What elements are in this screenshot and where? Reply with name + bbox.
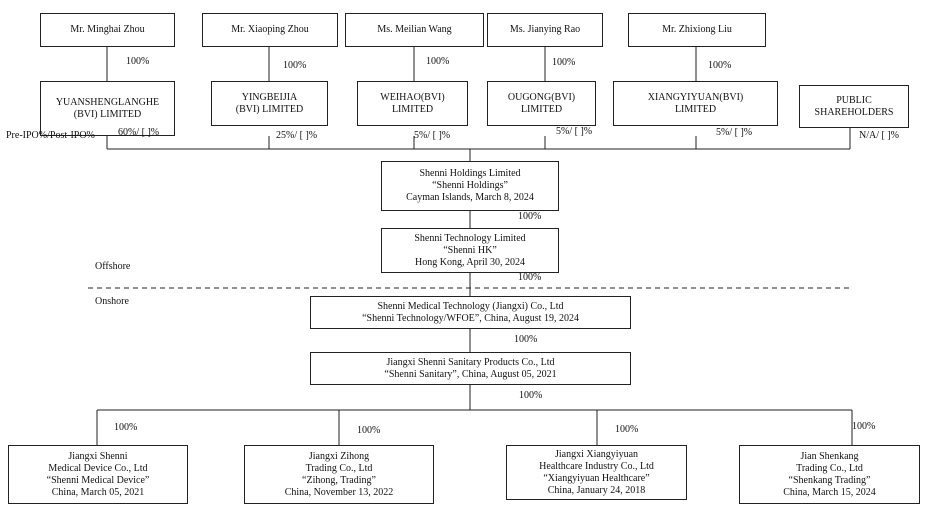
entity-jurisdiction: Cayman Islands, March 8, 2024 [406,192,534,203]
entity-name-line: YINGBEIJIA [241,91,298,103]
individual-name: Mr. Xiaoping Zhou [231,24,309,35]
entity-name-line: OUGONG(BVI) [507,91,576,103]
ownership-pct-label: 100% [283,60,307,71]
entity-weihao-bvi: WEIHAO(BVI) LIMITED [357,81,468,126]
entity-name-line: Jiangxi Zihong [308,450,370,462]
shareholder-pct-label: 5%/ [ ]% [556,126,593,137]
ownership-pct-label: 100% [126,56,150,67]
subsidiary-pct-label: 100% [357,425,381,436]
entity-name-line: Trading Co., Ltd [305,462,373,474]
subsidiary-pct-label: 100% [852,421,876,432]
entity-ougong-bvi: OUGONG(BVI) LIMITED [487,81,596,126]
entity-public-shareholders: PUBLIC SHAREHOLDERS [799,85,909,128]
entity-short-name: “Shenkang Trading” [788,474,871,486]
ownership-pct-label: 100% [552,57,576,68]
individual-meilian-wang: Ms. Meilian Wang [345,13,484,47]
ownership-pct-label: 100% [708,60,732,71]
entity-short-name: “Shenni Holdings” [432,180,508,191]
entity-name-line: Trading Co., Ltd [796,462,863,474]
individual-minghai-zhou: Mr. Minghai Zhou [40,13,175,47]
shareholder-pct-label: 5%/ [ ]% [716,127,753,138]
entity-name-line: LIMITED [391,103,434,115]
entity-name-line: LIMITED [674,103,717,115]
shareholder-pct-label: 5%/ [ ]% [414,130,451,141]
entity-short-name: “Shenni Technology/WFOE”, China, August … [362,312,579,324]
entity-name-line: Shenni Holdings Limited [419,168,521,179]
entity-shenkang-trading: Jian Shenkang Trading Co., Ltd “Shenkang… [739,445,920,504]
onshore-label: Onshore [95,296,129,307]
entity-shenni-wfoe: Shenni Medical Technology (Jiangxi) Co.,… [310,296,631,329]
ownership-pct-label: 100% [518,211,542,222]
subsidiary-pct-label: 100% [615,424,639,435]
entity-shenni-medical-device: Jiangxi Shenni Medical Device Co., Ltd “… [8,445,188,504]
entity-name-line: Jiangxi Shenni [68,450,128,462]
individual-jianying-rao: Ms. Jianying Rao [487,13,603,47]
individual-xiaoping-zhou: Mr. Xiaoping Zhou [202,13,338,47]
ownership-pct-label: 100% [519,390,543,401]
entity-jurisdiction: China, November 13, 2022 [284,486,394,498]
individual-name: Ms. Meilian Wang [377,24,452,35]
entity-name-line: Jian Shenkang [800,450,859,462]
entity-xiangyiyuan-bvi: XIANGYIYUAN(BVI) LIMITED [613,81,778,126]
entity-short-name: “Zihong, Trading” [302,474,376,486]
entity-short-name: “Shenni Medical Device” [46,474,150,486]
shareholder-pct-label: N/A/ [ ]% [859,130,899,141]
entity-shenni-hk: Shenni Technology Limited “Shenni HK” Ho… [381,228,559,273]
ownership-pct-label: 100% [518,272,542,283]
entity-name-line: Healthcare Industry Co., Ltd [539,460,654,472]
entity-name-line: WEIHAO(BVI) [380,91,445,103]
entity-jurisdiction: China, March 15, 2024 [783,486,876,498]
entity-name-line: YUANSHENGLANGHE [55,96,160,108]
entity-name-line: Medical Device Co., Ltd [48,462,148,474]
entity-short-name: “Shenni Sanitary”, China, August 05, 202… [384,368,557,380]
entity-name-line: XIANGYIYUAN(BVI) [647,91,744,103]
entity-short-name: “Shenni HK” [443,244,497,256]
individual-name: Ms. Jianying Rao [509,24,581,35]
entity-xiangyiyuan-healthcare: Jiangxi Xiangyiyuan Healthcare Industry … [506,445,687,500]
entity-jurisdiction: China, January 24, 2018 [547,484,646,496]
shareholder-pct-label: 60%/ [ ]% [118,127,160,138]
entity-name-line: (BVI) LIMITED [235,103,304,115]
entity-shenni-holdings: Shenni Holdings Limited “Shenni Holdings… [381,161,559,211]
individual-zhixiong-liu: Mr. Zhixiong Liu [628,13,766,47]
entity-zihong-trading: Jiangxi Zihong Trading Co., Ltd “Zihong,… [244,445,434,504]
ownership-pct-label: 100% [426,56,450,67]
shareholder-pct-label: 25%/ [ ]% [276,130,318,141]
entity-jurisdiction: China, March 05, 2021 [51,486,145,498]
individual-name: Mr. Zhixiong Liu [662,24,732,35]
entity-name-line: Shenni Technology Limited [414,232,526,244]
entity-name-line: (BVI) LIMITED [73,108,142,120]
subsidiary-pct-label: 100% [114,422,138,433]
entity-name-line: Shenni Medical Technology (Jiangxi) Co.,… [377,300,564,312]
pre-post-ipo-label: Pre-IPO%/Post-IPO% [6,130,95,141]
entity-short-name: “Xiangyiyuan Healthcare” [543,472,650,484]
ownership-pct-label: 100% [514,334,538,345]
entity-name-line: SHAREHOLDERS [814,106,894,118]
entity-name-line: Jiangxi Xiangyiyuan [554,448,639,460]
individual-name: Mr. Minghai Zhou [70,24,145,35]
entity-name-line: PUBLIC [836,94,872,106]
entity-jurisdiction: Hong Kong, April 30, 2024 [415,256,525,268]
offshore-label: Offshore [95,261,131,272]
entity-name-line: Jiangxi Shenni Sanitary Products Co., Lt… [386,356,555,368]
entity-shenni-sanitary: Jiangxi Shenni Sanitary Products Co., Lt… [310,352,631,385]
entity-name-line: LIMITED [520,103,563,115]
entity-yingbeijia-bvi: YINGBEIJIA (BVI) LIMITED [211,81,328,126]
entity-yuanshenglanghe-bvi: YUANSHENGLANGHE (BVI) LIMITED [40,81,175,136]
